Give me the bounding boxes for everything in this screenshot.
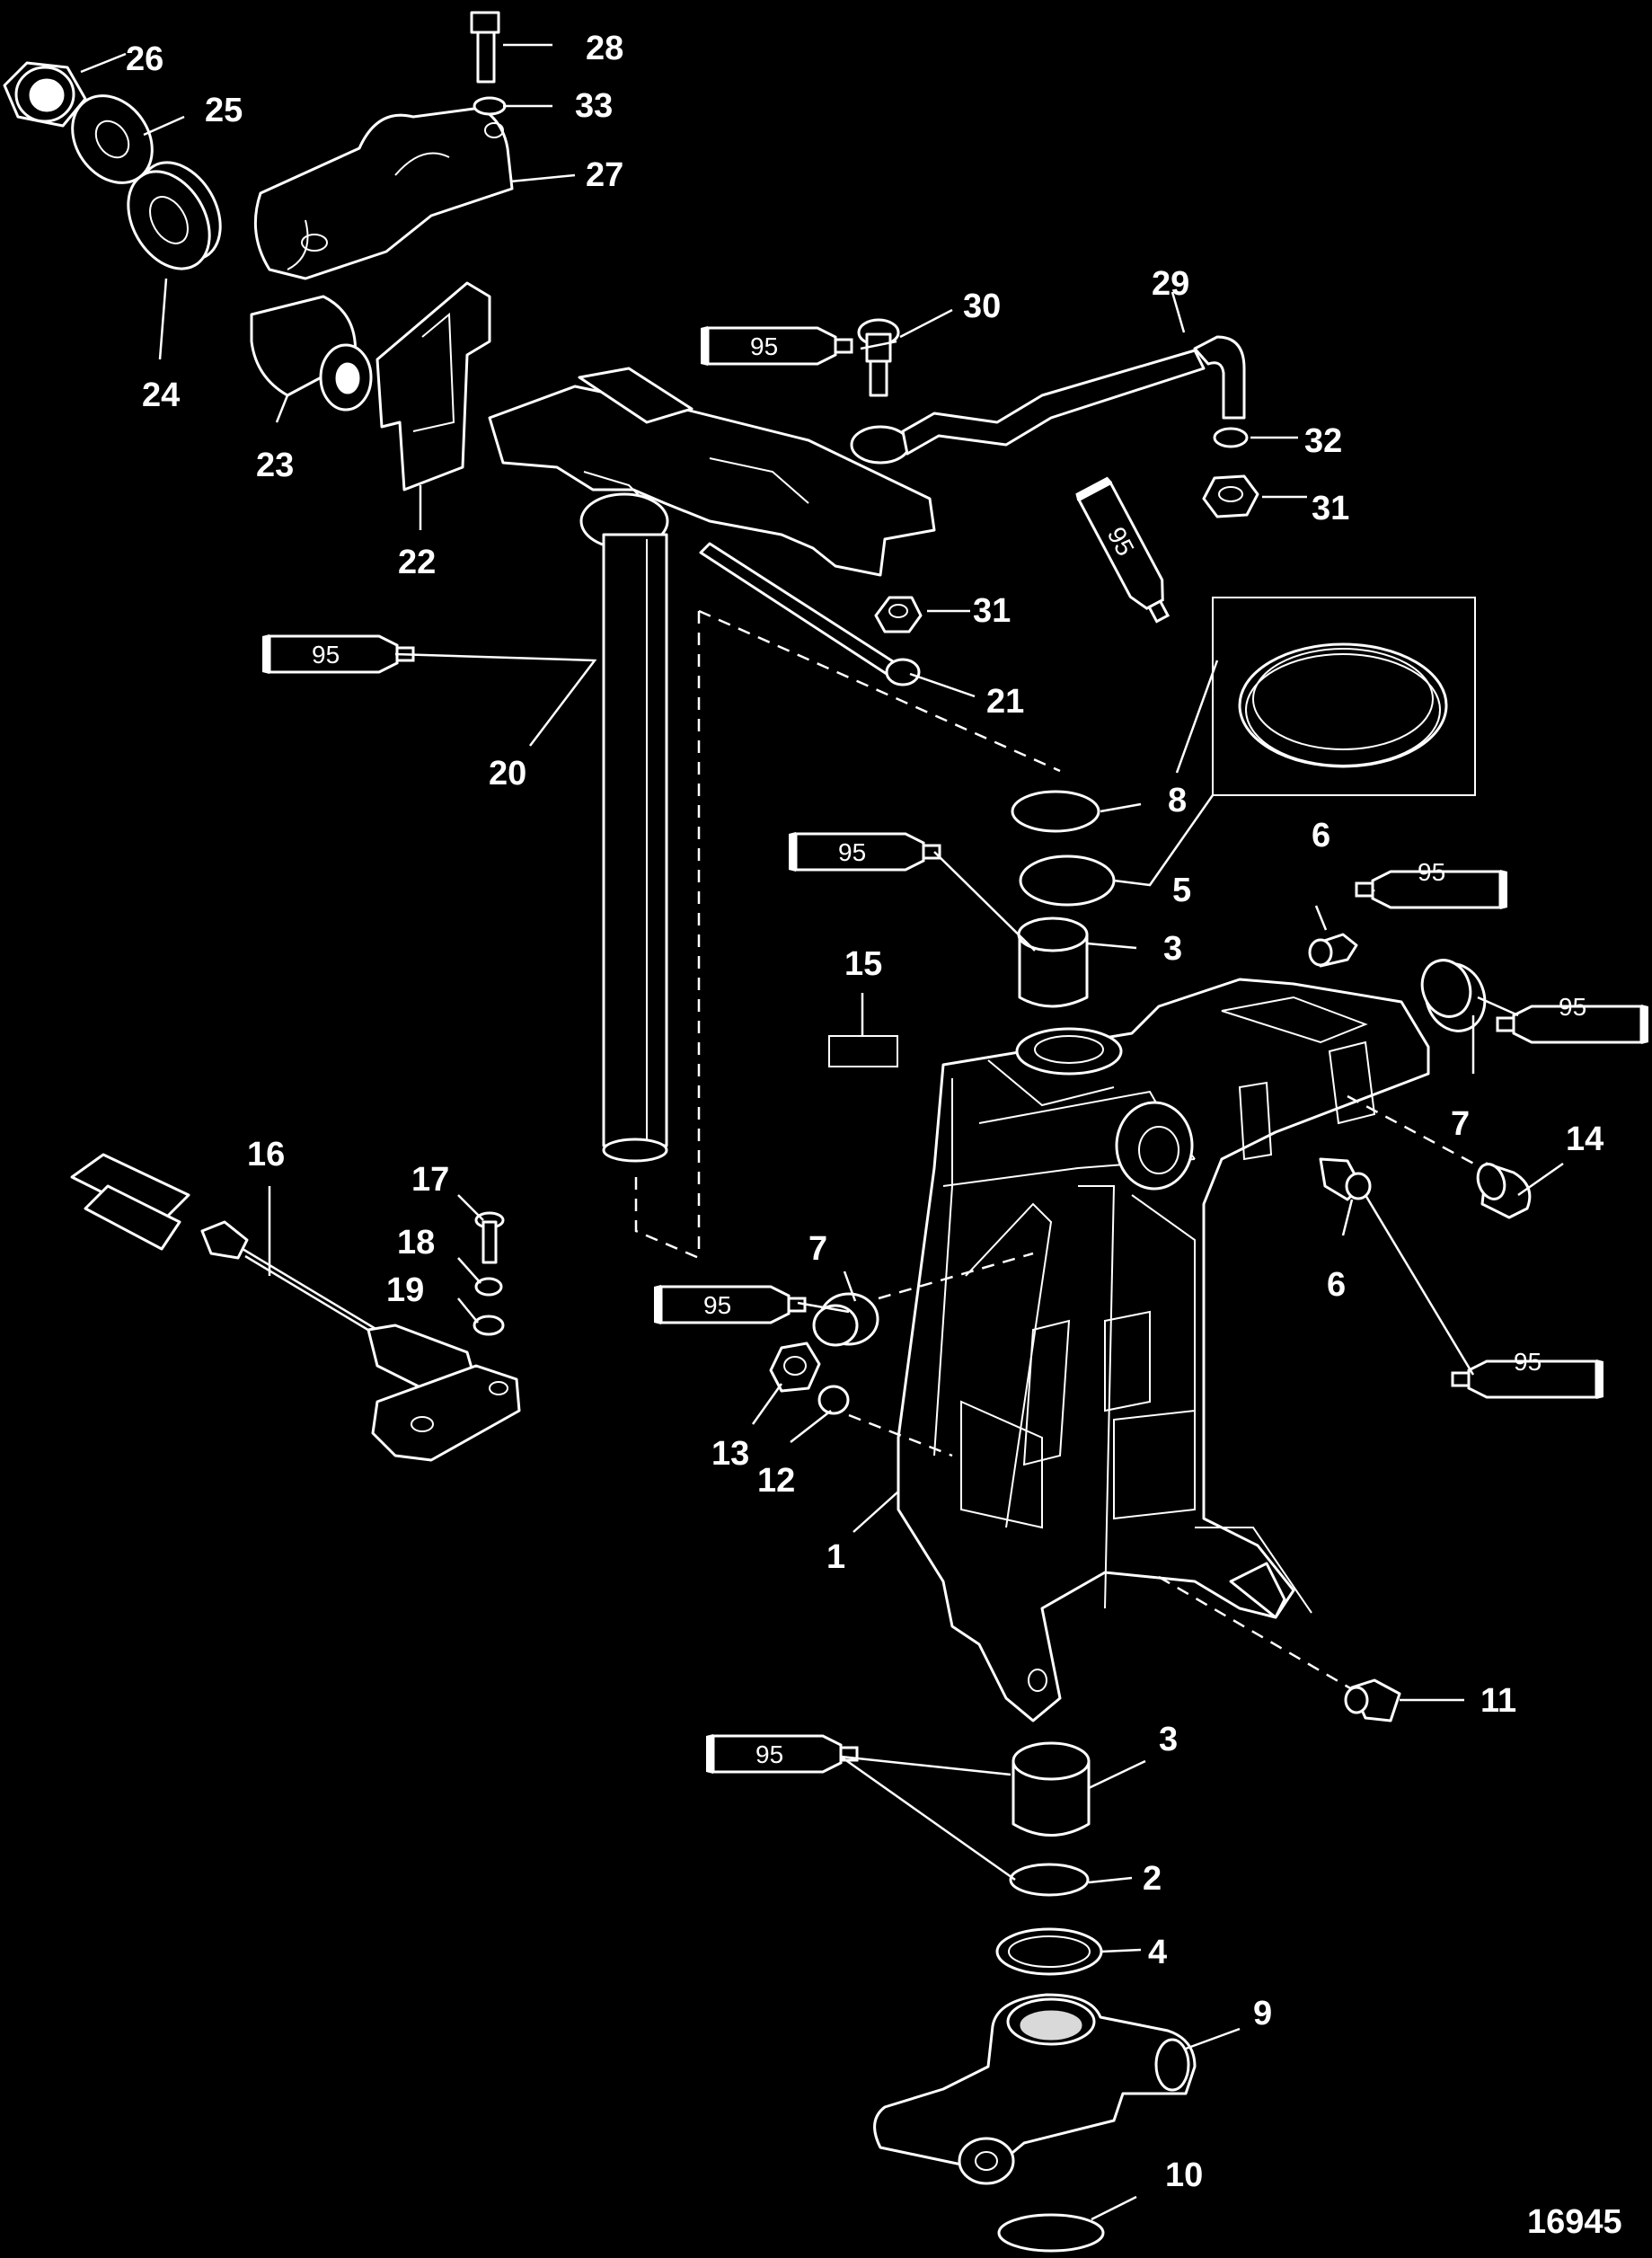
callout-12: 12 <box>757 1462 795 1500</box>
callout-32: 32 <box>1304 422 1342 460</box>
lubricant-label: 95 <box>755 1740 783 1768</box>
part-18-washer <box>474 1277 503 1297</box>
callout-33: 33 <box>575 87 613 125</box>
part-23-mount <box>250 295 373 412</box>
callout-31-right: 31 <box>1312 490 1349 527</box>
figure-number: 16945 <box>1527 2203 1622 2241</box>
callout-2: 2 <box>1143 1860 1162 1898</box>
part-15-label <box>828 1035 898 1067</box>
lubricant-tube-6-lower: 95 <box>1451 1348 1605 1401</box>
callout-22: 22 <box>398 544 436 581</box>
lubricant-label: 95 <box>1514 1348 1542 1376</box>
part-5-seal <box>1019 854 1116 907</box>
callout-4: 4 <box>1148 1934 1167 1971</box>
callout-10: 10 <box>1165 2156 1203 2194</box>
callout-6-upper: 6 <box>1312 817 1330 854</box>
part-33-washer <box>473 96 507 116</box>
callout-9: 9 <box>1253 1995 1272 2032</box>
part-14-pin <box>1476 1162 1532 1219</box>
part-6-fitting-upper <box>1308 933 1358 968</box>
lubricant-label: 95 <box>838 838 866 866</box>
lubricant-tube-6-upper: 95 <box>1355 858 1509 911</box>
callout-29: 29 <box>1152 265 1189 303</box>
part-4-seal <box>995 1927 1103 1976</box>
part-12-washer <box>817 1385 850 1415</box>
callout-18: 18 <box>397 1224 435 1262</box>
callout-30: 30 <box>963 288 1001 325</box>
lubricant-label: 95 <box>703 1291 731 1319</box>
part-2-ring <box>1009 1863 1090 1897</box>
callout-17: 17 <box>411 1161 449 1199</box>
part-22-plate <box>375 281 491 491</box>
lubricant-tube-30: 95 <box>699 324 853 367</box>
callout-15: 15 <box>844 945 882 983</box>
part-10-retaining-ring <box>997 2213 1105 2253</box>
part-30-bolt <box>857 318 900 397</box>
part-27-clamp <box>253 106 514 280</box>
lubricant-tube-3-lower: 95 <box>704 1732 859 1775</box>
leader-lines <box>80 43 1564 2221</box>
part-6-fitting-lower <box>1319 1157 1372 1201</box>
callout-5: 5 <box>1172 872 1191 909</box>
part-1-swivel-bracket <box>897 978 1430 1722</box>
part-19-washer <box>473 1315 505 1336</box>
part-16-sensor <box>70 1153 521 1462</box>
part-28-bolt <box>470 11 500 84</box>
callout-8: 8 <box>1168 782 1187 819</box>
lubricant-tube-7-right: 95 <box>1496 993 1650 1046</box>
callout-3-upper: 3 <box>1163 930 1182 968</box>
part-31-nut-upper <box>874 596 923 633</box>
callout-14: 14 <box>1566 1120 1603 1158</box>
part-24-bushing <box>127 161 222 270</box>
part-8-ring <box>1011 790 1100 833</box>
part-29-link-rod <box>850 335 1246 465</box>
part-26-nut <box>3 61 87 128</box>
callout-25: 25 <box>205 92 243 129</box>
lubricant-tube-20: 95 <box>261 633 415 676</box>
callout-11: 11 <box>1480 1682 1516 1720</box>
part-7-bushing-right <box>1420 959 1487 1032</box>
seal-detail-inset <box>1212 597 1476 796</box>
lubricant-tube-3-upper: 95 <box>787 830 941 873</box>
lubricant-label: 95 <box>1559 993 1586 1021</box>
alignment-lines <box>634 609 1483 1691</box>
callout-7-right: 7 <box>1451 1105 1470 1143</box>
part-32-washer <box>1213 427 1249 448</box>
lubricant-label: 95 <box>1418 858 1445 886</box>
callout-20: 20 <box>489 755 526 793</box>
callout-21: 21 <box>986 683 1024 721</box>
callout-3-lower: 3 <box>1159 1721 1178 1758</box>
callout-1: 1 <box>826 1538 845 1576</box>
callout-26: 26 <box>126 40 163 78</box>
part-11-pin <box>1344 1678 1401 1722</box>
part-3-bushing-lower <box>1012 1741 1091 1837</box>
callout-23: 23 <box>256 447 294 484</box>
callout-27: 27 <box>586 156 623 194</box>
part-20-steering-arm <box>488 367 936 1163</box>
callout-6-lower: 6 <box>1327 1266 1346 1304</box>
part-3-bushing-upper <box>1017 916 1089 1008</box>
part-9-steering-yoke <box>873 1993 1197 2185</box>
callout-7-left: 7 <box>808 1230 827 1268</box>
callout-28: 28 <box>586 30 623 67</box>
callout-13: 13 <box>711 1435 749 1473</box>
callout-19: 19 <box>386 1271 424 1309</box>
callout-31-upper: 31 <box>973 592 1011 630</box>
callout-24: 24 <box>142 376 180 414</box>
callout-labels: 26 25 24 23 22 28 33 27 29 30 32 31 31 2… <box>126 30 1603 2194</box>
lubricant-tube-inset: 95 <box>1073 474 1181 630</box>
part-21-bolt <box>699 542 921 686</box>
callout-16: 16 <box>247 1136 285 1173</box>
part-17-screw <box>474 1211 505 1264</box>
lubricant-tube-7-left: 95 <box>652 1283 807 1326</box>
part-31-nut-right <box>1202 474 1259 518</box>
part-13-nut <box>769 1342 821 1393</box>
lubricant-label: 95 <box>750 332 778 360</box>
part-7-bushing-left <box>812 1292 879 1347</box>
lubricant-label: 95 <box>312 641 340 669</box>
